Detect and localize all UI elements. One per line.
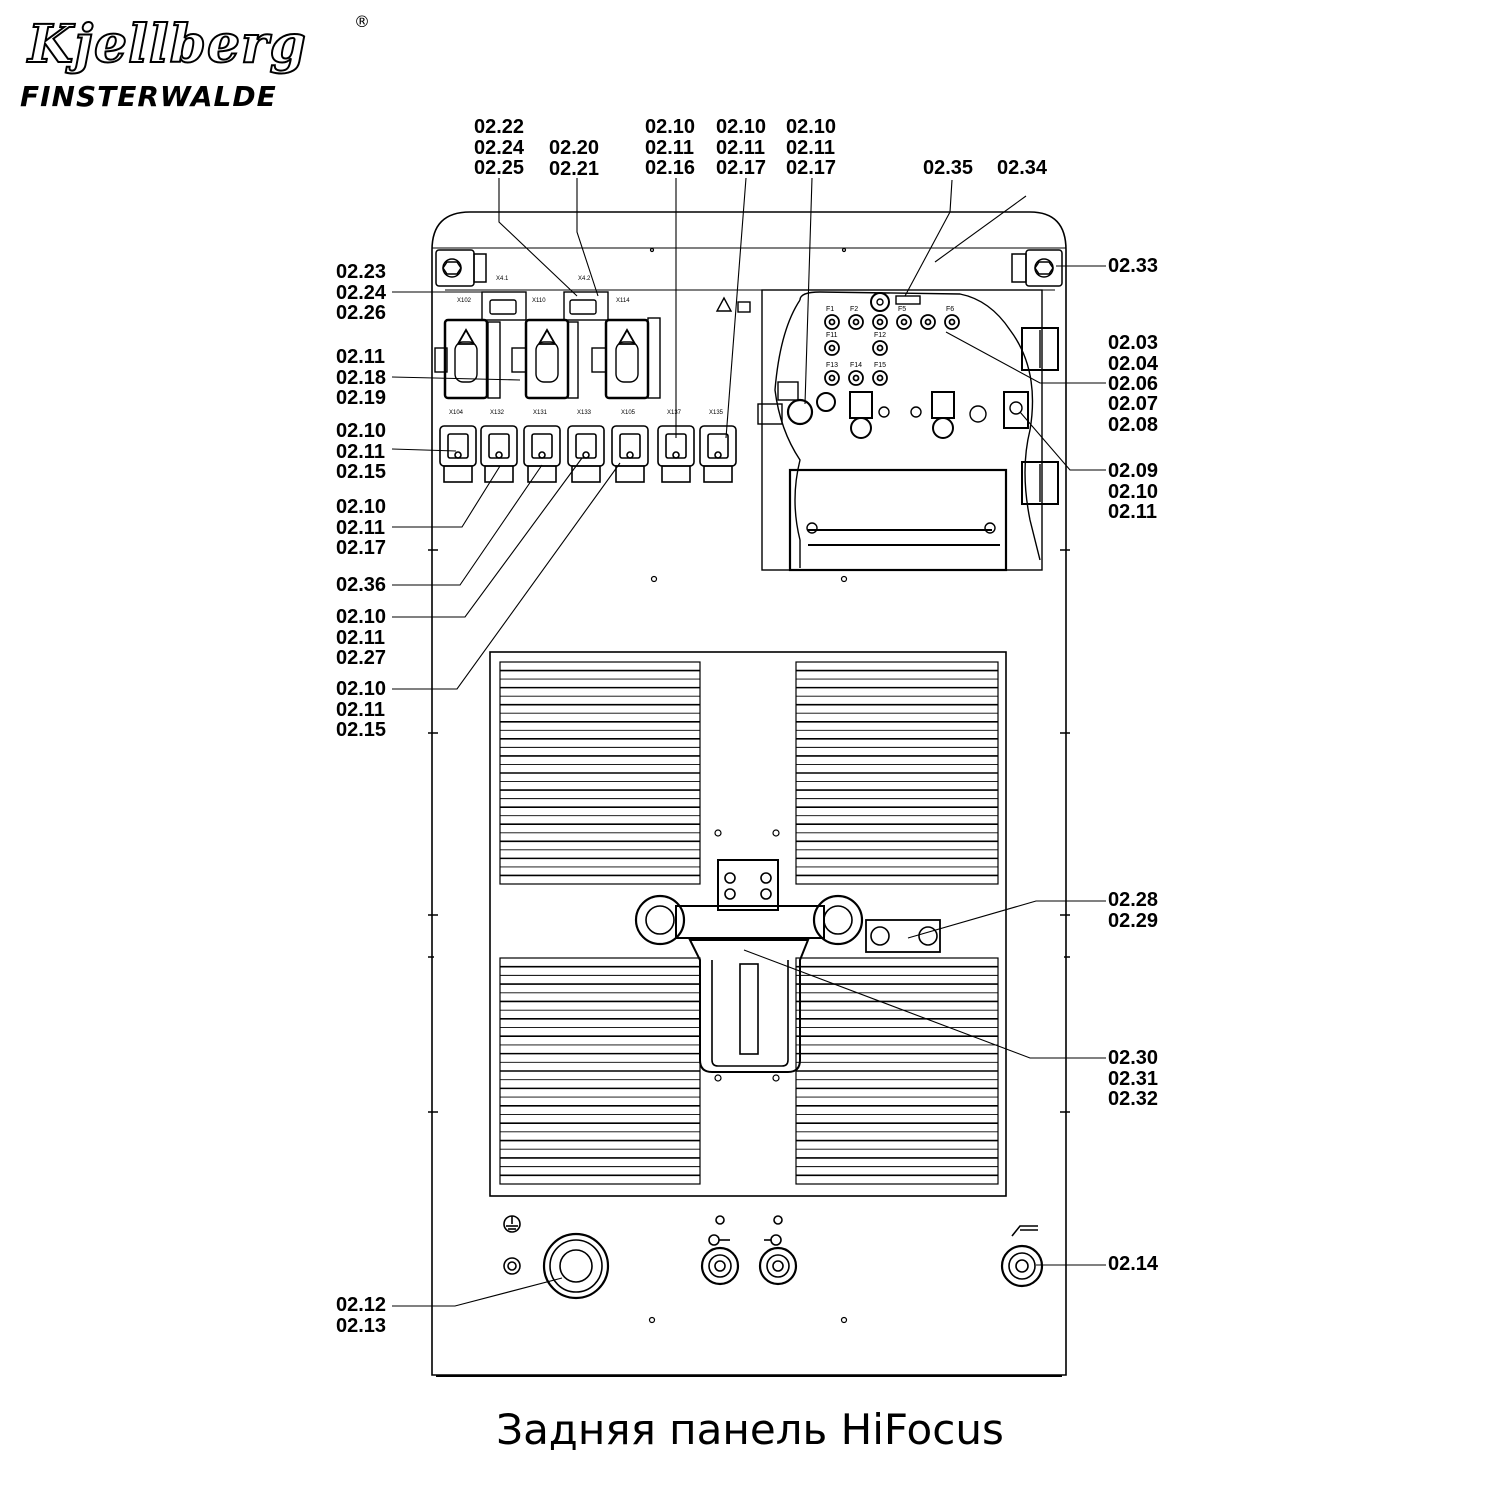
fuse-holder bbox=[872, 340, 888, 356]
figure-caption: Задняя панель HiFocus bbox=[496, 1405, 1004, 1454]
socket-id-x4-1: X4.1 bbox=[496, 276, 509, 282]
filter-assembly bbox=[634, 859, 941, 1073]
connector-x135 bbox=[699, 425, 737, 483]
fuse-holder bbox=[920, 314, 936, 330]
heatsink-frame bbox=[489, 651, 1007, 1197]
logo-city: FINSTERWALDE bbox=[20, 80, 277, 113]
fuse-label: F13 bbox=[826, 362, 838, 369]
fuse-holder bbox=[824, 370, 840, 386]
fin-block bbox=[499, 957, 701, 1185]
connector-x131 bbox=[523, 425, 561, 483]
fuse-array bbox=[824, 314, 960, 386]
fuse-holder-center bbox=[852, 374, 860, 382]
callout-top-f: 02.35 bbox=[923, 157, 974, 179]
fuse-holder bbox=[848, 314, 864, 330]
connector-x104 bbox=[439, 425, 477, 483]
fuse-label: F2 bbox=[850, 306, 858, 313]
connector-x133 bbox=[567, 425, 605, 483]
fuse-holder-center bbox=[828, 344, 836, 352]
mounting-holes bbox=[648, 247, 848, 1324]
connector-x105 bbox=[611, 425, 649, 483]
fuse-holder-center bbox=[924, 318, 932, 326]
fin-block bbox=[499, 661, 701, 885]
fuse-holder-center bbox=[900, 318, 908, 326]
fuse-box bbox=[757, 289, 1059, 572]
callout-right-3: 02.06 bbox=[1108, 373, 1159, 395]
fuse-label: F11 bbox=[826, 332, 838, 339]
connector-label: X131 bbox=[533, 410, 548, 416]
logo-script: Kjellberg bbox=[27, 13, 307, 76]
bottom-connectors bbox=[503, 1215, 1044, 1300]
fuse-holder-center bbox=[948, 318, 956, 326]
fuse-holder bbox=[872, 314, 888, 330]
fuse-label: F1 bbox=[826, 306, 834, 313]
fuse-holder-center bbox=[852, 318, 860, 326]
fuse-holder-center bbox=[876, 344, 884, 352]
fuse-holder bbox=[848, 370, 864, 386]
fuse-holder-center bbox=[828, 374, 836, 382]
fuse-holder bbox=[944, 314, 960, 330]
socket-id-x102: X102 bbox=[457, 298, 472, 304]
leader-lines bbox=[391, 177, 1106, 1307]
connector-row bbox=[439, 425, 737, 483]
connector-x132 bbox=[480, 425, 518, 483]
callout-left-5: 02.36 bbox=[336, 574, 387, 596]
connector-label: X132 bbox=[490, 410, 505, 416]
corner-nut-left bbox=[435, 249, 487, 287]
logo-registered-mark: ® bbox=[354, 12, 370, 31]
fuse-holder-center bbox=[876, 318, 884, 326]
side-ticks bbox=[428, 549, 1070, 1113]
connector-label: X135 bbox=[709, 410, 724, 416]
connector-label: X137 bbox=[667, 410, 682, 416]
callout-top-g: 02.34 bbox=[997, 157, 1048, 179]
socket-group-top bbox=[434, 291, 751, 400]
fuse-holder bbox=[824, 314, 840, 330]
socket-labels-top: X4.1 X4.2 X102 X110 X114 bbox=[457, 276, 630, 304]
fuse-holder-center bbox=[876, 374, 884, 382]
kjellberg-logo: Kjellberg ® FINSTERWALDE bbox=[18, 12, 370, 113]
connector-label: X105 bbox=[621, 410, 636, 416]
fuse-holder bbox=[824, 340, 840, 356]
fuse-label: F15 bbox=[874, 362, 886, 369]
fuse-holder bbox=[896, 314, 912, 330]
fuse-holder-center bbox=[828, 318, 836, 326]
fuse-label: F6 bbox=[946, 306, 954, 313]
fin-block bbox=[795, 957, 999, 1185]
callout-right-8: 02.14 bbox=[1108, 1253, 1159, 1275]
socket-id-x4-2: X4.2 bbox=[578, 276, 591, 282]
connector-label: X104 bbox=[449, 410, 464, 416]
fuse-label: F5 bbox=[898, 306, 906, 313]
socket-id-x114: X114 bbox=[616, 298, 630, 304]
fuse-label: F12 bbox=[874, 332, 886, 339]
corner-nut-right bbox=[1011, 249, 1063, 287]
fin-block bbox=[795, 661, 999, 885]
fuse-holder bbox=[872, 370, 888, 386]
socket-id-x110: X110 bbox=[532, 298, 546, 304]
callout-right-1: 02.33 bbox=[1108, 255, 1159, 277]
fuse-label: F14 bbox=[850, 362, 862, 369]
connector-labels: X104 X132 X131 X133 X105 X137 X135 bbox=[449, 410, 724, 416]
heatsink-fins bbox=[499, 661, 999, 1185]
connector-label: X133 bbox=[577, 410, 592, 416]
